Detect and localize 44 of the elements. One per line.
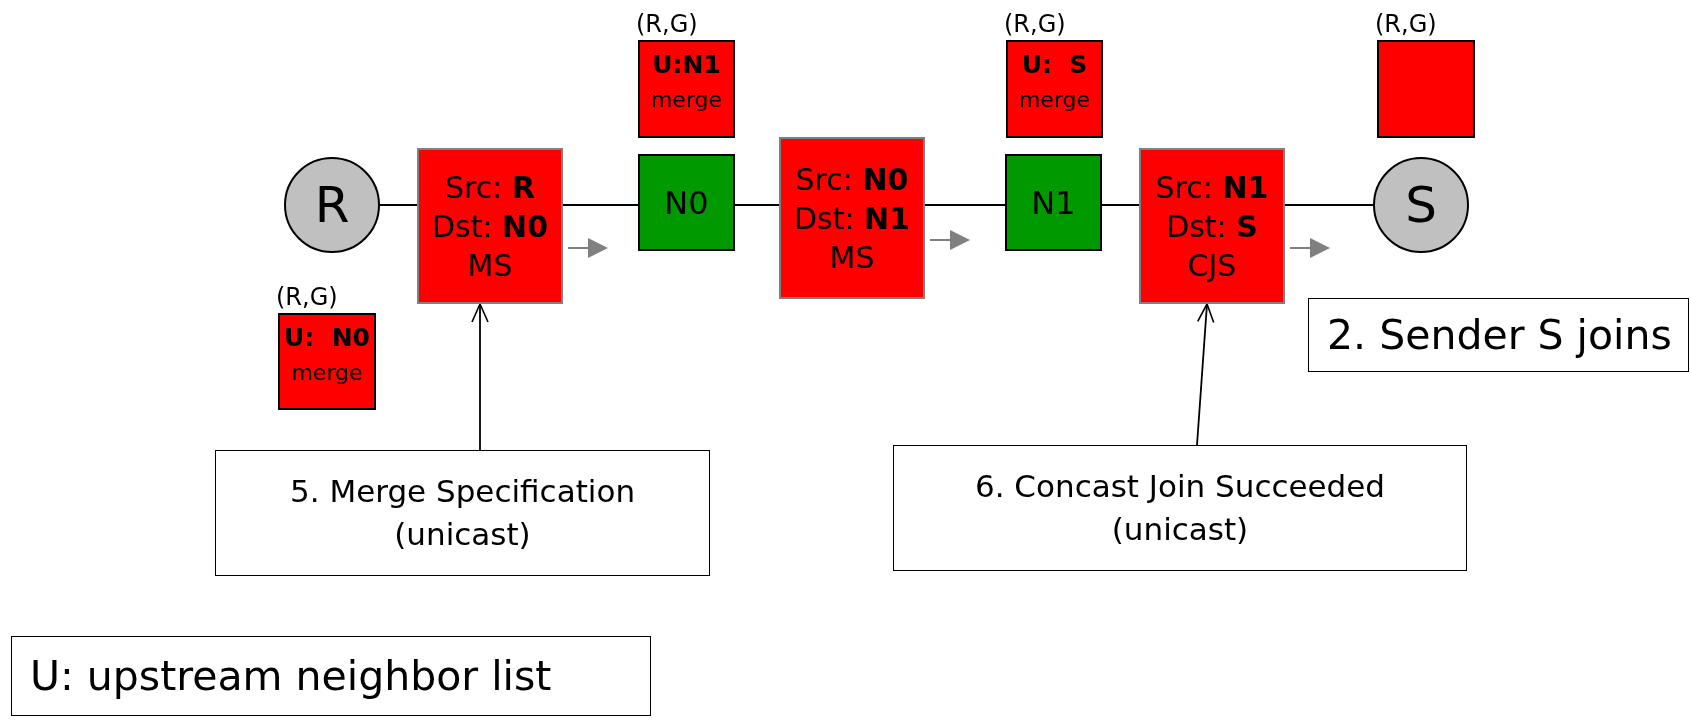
link-line	[379, 204, 418, 206]
node-label: R	[314, 176, 350, 234]
state-label: merge	[291, 360, 363, 385]
state-label: merge	[650, 87, 723, 112]
node-label: 6. Concast Join Succeeded (unicast)	[973, 466, 1387, 549]
table-entry: U: N0	[284, 323, 370, 352]
callout-box	[215, 450, 710, 576]
node-label: N0	[664, 183, 709, 222]
message-box	[1139, 148, 1285, 304]
link-line	[562, 204, 639, 206]
router-box	[1005, 154, 1102, 251]
group-label: (R,G)	[1375, 10, 1437, 38]
leader-arrow	[471, 303, 489, 451]
message-line: Src: N1	[1155, 168, 1269, 207]
message-line: Dst: S	[1166, 207, 1258, 246]
state-label: merge	[1018, 87, 1091, 112]
node-label: U: upstream neighbor list	[30, 652, 552, 700]
group-label: (R,G)	[1004, 10, 1066, 38]
group-label: (R,G)	[276, 283, 338, 311]
message-box	[779, 137, 925, 299]
group-label: (R,G)	[636, 10, 698, 38]
note-box	[1308, 298, 1689, 372]
message-line: Src: R	[445, 168, 535, 207]
link-line	[924, 204, 1006, 206]
leader-arrow	[1196, 303, 1215, 446]
table-entry: U: S	[1021, 50, 1088, 79]
message-line: Dst: N0	[431, 207, 549, 246]
message-line: CJS	[1187, 246, 1237, 285]
table-entry: U:N1	[652, 50, 721, 79]
note-box	[11, 636, 651, 716]
message-box	[417, 148, 563, 304]
node-label: 2. Sender S joins	[1327, 311, 1672, 359]
message-line: MS	[467, 246, 513, 285]
message-line: MS	[829, 238, 875, 277]
link-line	[1284, 204, 1374, 206]
link-line	[734, 204, 780, 206]
link-line	[1101, 204, 1140, 206]
message-line: Src: N0	[795, 160, 909, 199]
callout-box	[893, 445, 1467, 571]
message-line: Dst: N1	[793, 199, 911, 238]
router-box	[638, 154, 735, 251]
node-label: S	[1405, 176, 1437, 234]
node-label: 5. Merge Specification (unicast)	[288, 471, 637, 554]
node-label: N1	[1031, 183, 1076, 222]
